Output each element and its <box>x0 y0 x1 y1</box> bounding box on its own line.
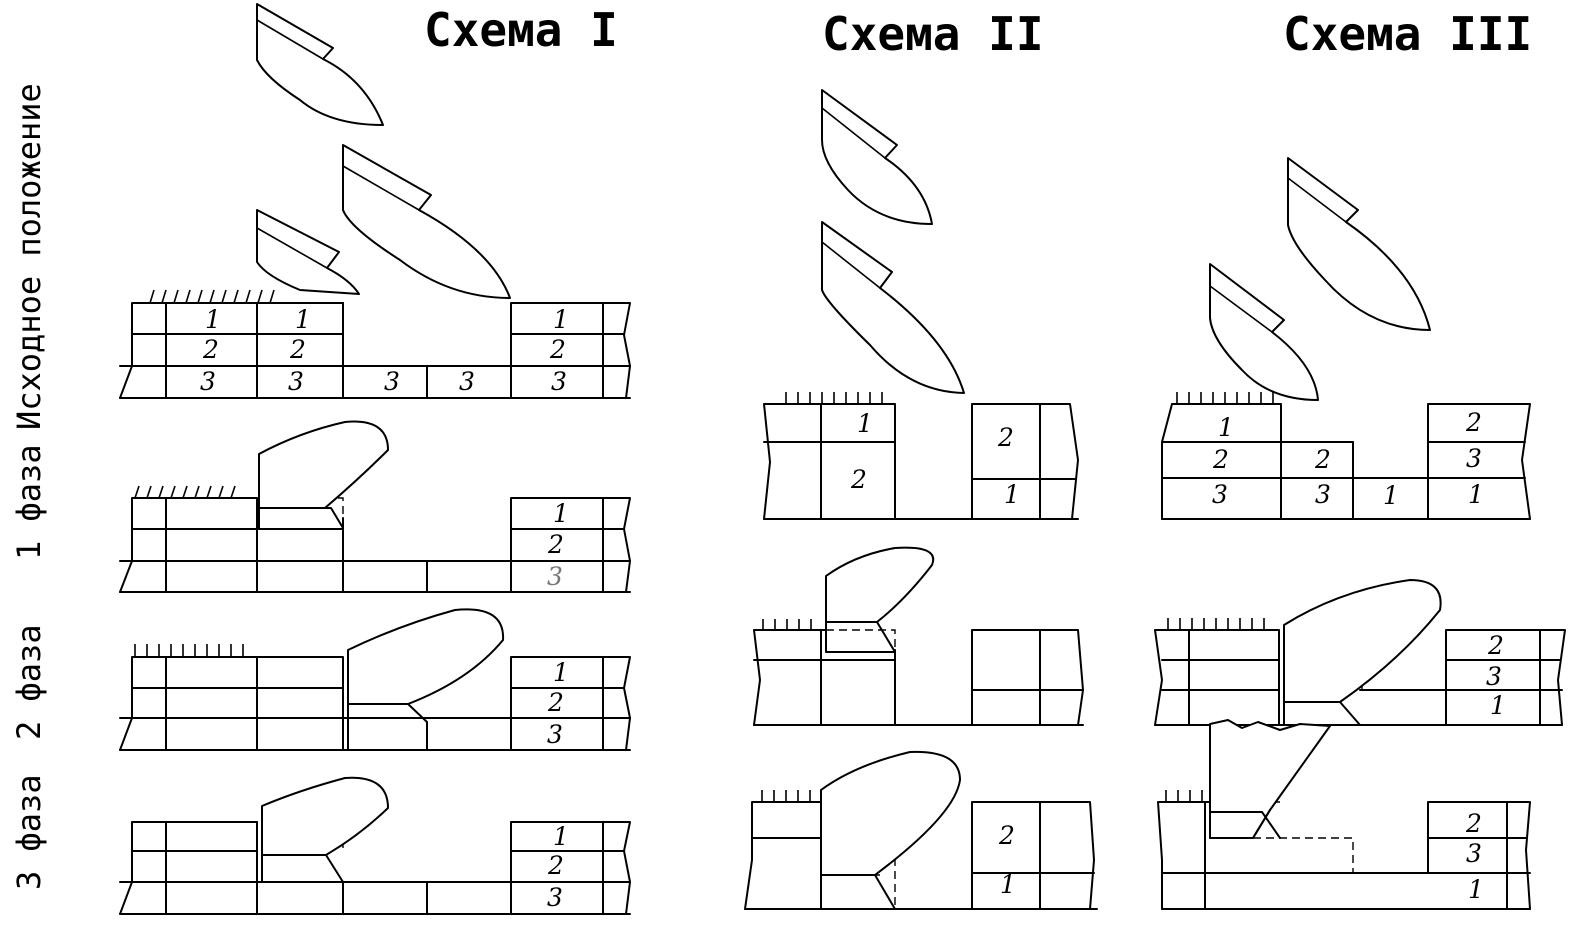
layer-number: 2 <box>547 530 564 559</box>
bucket-shape <box>1283 579 1442 703</box>
layer-number: 1 <box>1468 875 1484 904</box>
layer-number: 1 <box>205 305 221 334</box>
layer-number: 2 <box>547 851 564 880</box>
layer-number: 3 <box>551 367 567 396</box>
scheme-1-initial: 1 1 1 2 2 2 3 3 3 3 3 <box>119 3 631 399</box>
layer-number: 3 <box>1486 662 1502 691</box>
layer-number: 1 <box>1468 480 1484 509</box>
scheme-2-phase-2: 2 1 <box>744 750 1098 910</box>
bucket-shape <box>256 209 360 295</box>
scheme-3-phase-1: 2 3 1 <box>1154 579 1566 726</box>
layer-number: 3 <box>384 367 400 396</box>
row-label-phase-1: 1 фаза <box>10 444 48 560</box>
bucket-shape <box>821 89 933 225</box>
bucket-shape <box>261 776 389 856</box>
layer-number: 2 <box>998 821 1015 850</box>
scheme-3-initial: 1 2 3 2 3 1 2 3 1 <box>1161 157 1531 520</box>
layer-number: 2 <box>1465 809 1482 838</box>
row-label-phase-2: 2 фаза <box>10 624 48 740</box>
bucket-shape <box>342 144 511 299</box>
bucket-shape <box>1209 263 1319 401</box>
layer-number: 3 <box>288 367 304 396</box>
bucket-shape <box>825 546 935 623</box>
layer-number: 1 <box>1383 481 1399 510</box>
layer-number: 2 <box>1212 445 1229 474</box>
layer-number: 3 <box>547 720 563 749</box>
scheme-2-phase-1 <box>753 546 1084 726</box>
layer-number: 1 <box>553 305 569 334</box>
row-label-phase-3: 3 фаза <box>10 774 48 890</box>
layer-number: 1 <box>553 658 569 687</box>
layer-number: 3 <box>1315 480 1331 509</box>
layer-number: 2 <box>997 423 1014 452</box>
layer-number: 1 <box>553 822 569 851</box>
layer-number: 1 <box>1004 480 1020 509</box>
bucket-shape <box>258 420 389 509</box>
layer-number: 3 <box>1466 444 1482 473</box>
layer-number: 1 <box>1000 870 1016 899</box>
layer-number: 3 <box>200 367 216 396</box>
layer-number: 1 <box>553 499 569 528</box>
layer-number: 2 <box>850 465 867 494</box>
title-scheme-3: Схема III <box>1283 7 1532 61</box>
title-scheme-1: Схема I <box>424 3 618 57</box>
title-scheme-2: Схема II <box>822 7 1044 61</box>
bucket-shape <box>1287 157 1431 331</box>
layer-number: 2 <box>549 335 566 364</box>
scheme-1-phase-1: 1 2 3 <box>119 420 631 593</box>
row-label-initial: Исходное положение <box>10 83 48 430</box>
layer-number: 3 <box>1466 839 1482 868</box>
layer-number: 2 <box>547 688 564 717</box>
layer-number: 1 <box>1490 691 1506 720</box>
bucket-shape <box>1209 719 1331 839</box>
bucket-shape <box>821 221 965 394</box>
layer-number: 1 <box>295 305 311 334</box>
scheme-1-phase-3: 1 2 3 <box>119 776 631 915</box>
layer-number: 3 <box>1212 480 1228 509</box>
layer-number: 3 <box>547 562 563 591</box>
bucket-shape <box>820 750 961 876</box>
scheme-1-phase-2: 1 2 3 <box>119 608 631 751</box>
bucket-shape <box>347 608 505 705</box>
layer-number: 2 <box>289 335 306 364</box>
layer-number: 1 <box>1218 413 1234 442</box>
bucket-shape <box>256 3 384 126</box>
layer-number: 2 <box>1487 631 1504 660</box>
layer-number: 3 <box>547 883 563 912</box>
scheme-2-initial: 1 2 2 1 <box>763 89 1079 520</box>
layer-number: 2 <box>1314 445 1331 474</box>
layer-number: 2 <box>202 335 219 364</box>
layer-number: 1 <box>857 409 873 438</box>
scheme-3-phase-2: 2 3 1 <box>1157 719 1531 910</box>
layer-number: 2 <box>1465 408 1482 437</box>
layer-number: 3 <box>459 367 475 396</box>
